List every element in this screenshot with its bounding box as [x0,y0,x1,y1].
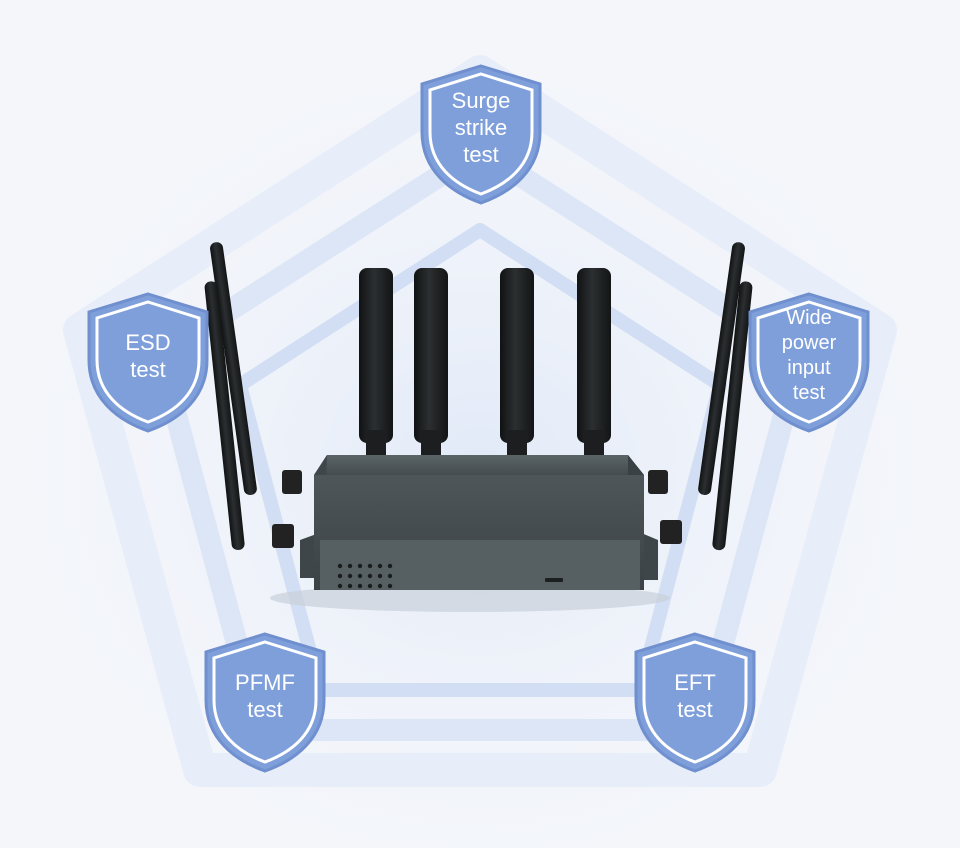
shield-icon [634,632,756,773]
antenna-top-3 [500,268,534,460]
shield-icon [420,64,542,205]
antenna-top-4 [577,268,611,460]
antenna-right-rear [648,242,745,496]
badge-label: PFMF test [235,669,295,722]
shield-icon [87,292,209,433]
device-top [314,455,644,475]
badge-wide-power-input-test: Wide power input test [744,290,874,435]
badge-esd-test: ESD test [83,290,213,435]
pentagon-ring-outer [63,55,897,787]
pentagon-ring-inner [233,223,727,697]
led-panel [337,563,393,589]
antenna-top-2 [414,268,448,460]
device-front-panel [320,540,640,590]
badge-eft-test: EFT test [630,630,760,775]
shield-icon [748,292,870,433]
badge-pfmf-test: PFMF test [200,630,330,775]
badge-label: EFT test [674,669,716,722]
badge-label: Wide power input test [781,306,837,404]
antenna-top-1 [359,268,393,460]
badge-label: ESD test [125,329,171,382]
antenna-right-front [660,281,753,551]
router-image [204,242,753,590]
antenna-left-front [204,281,294,551]
antenna-left-rear [210,242,302,496]
badge-label: Surge strike test [451,88,511,167]
badge-surge-strike-test: Surge strike test [416,62,546,207]
shield-icon [204,632,326,773]
sim-slot [545,578,563,582]
device-shadow [270,584,670,612]
